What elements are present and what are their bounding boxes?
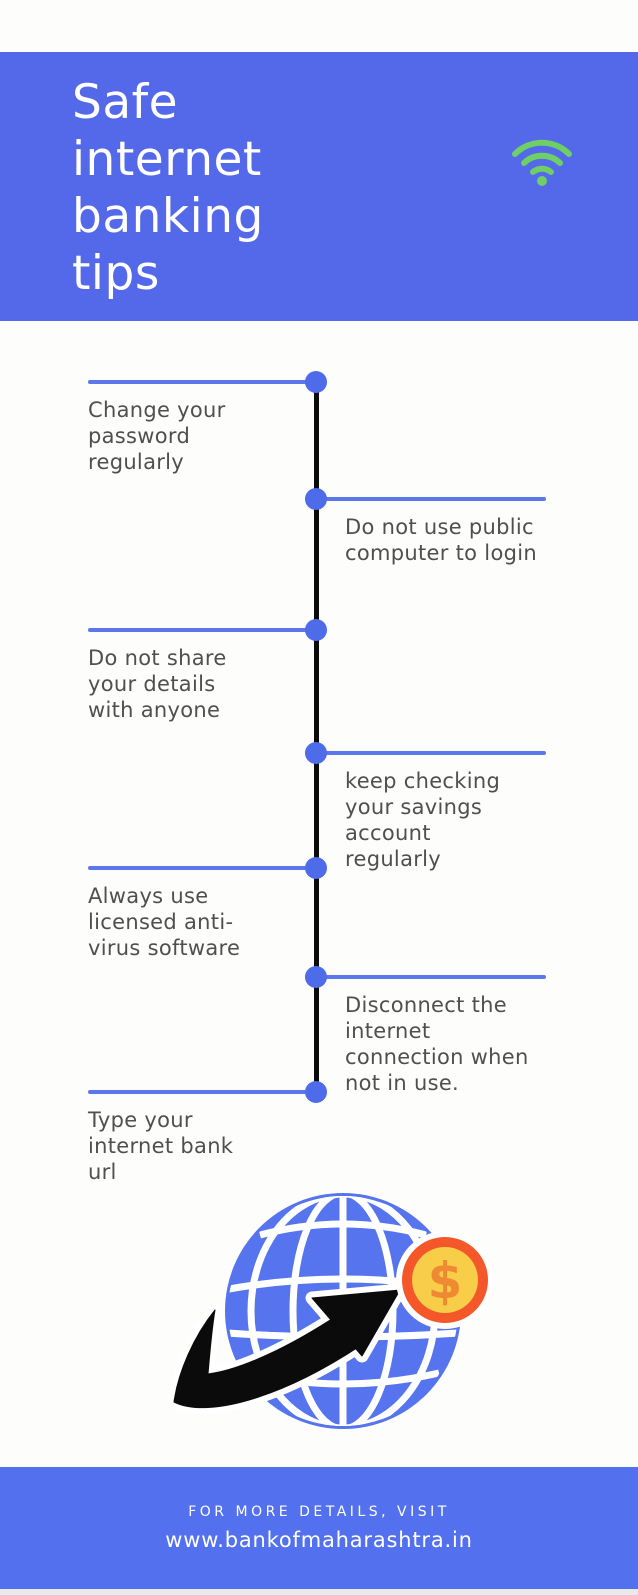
tip-text: keep checking your savings account regul… [345,769,501,871]
connector-line [316,497,546,501]
globe-arrow-dollar-illustration: $ [167,1193,494,1429]
tip-text: Type your internet bank url [88,1108,234,1184]
page-title: Safe internet banking tips [72,75,264,301]
timeline-dot [305,742,327,764]
connector-line [88,1090,316,1094]
tip-text: Do not share your details with anyone [88,646,227,722]
footer-band: FOR MORE DETAILS, VISIT www.bankofmahara… [0,1467,638,1589]
timeline-dot [305,966,327,988]
tip-text: Do not use public computer to login [345,515,537,565]
tip-text: Change your password regularly [88,398,226,474]
connector-line [316,975,546,979]
timeline-dot [305,371,327,393]
timeline-spine [314,382,319,1092]
tip-text: Disconnect the internet connection when … [345,993,529,1095]
timeline-dot [305,619,327,641]
connector-line [88,628,316,632]
dollar-coin-icon: $ [396,1231,494,1329]
timeline-dot [305,488,327,510]
tip-text: Always use licensed anti- virus software [88,884,241,960]
connector-line [316,751,546,755]
footer-caption: FOR MORE DETAILS, VISIT [188,1504,450,1520]
footer-url: www.bankofmaharashtra.in [165,1528,473,1552]
growth-arrow-icon [167,1283,407,1415]
header-band: Safe internet banking tips [0,52,638,321]
timeline-dot [305,1081,327,1103]
bottom-edge-strip [0,1589,638,1595]
wifi-icon [512,139,572,186]
timeline-dot [305,857,327,879]
connector-line [88,380,316,384]
dollar-symbol: $ [428,1252,463,1310]
connector-line [88,866,316,870]
